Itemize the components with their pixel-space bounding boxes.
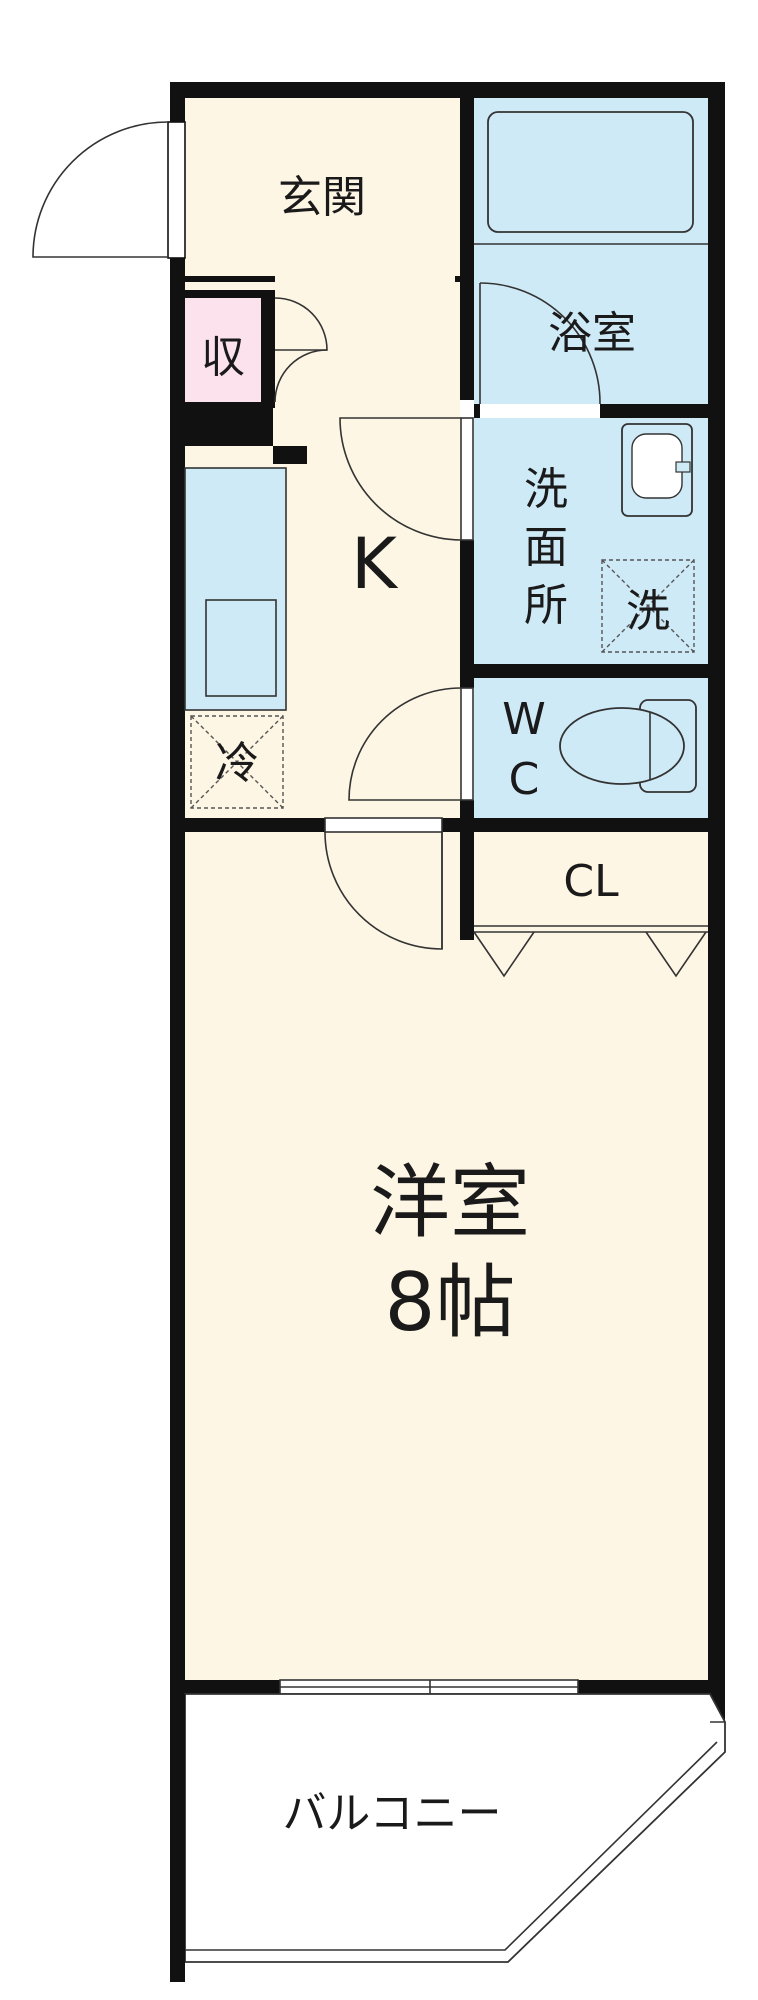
entrance-door-swing xyxy=(32,121,169,258)
center-wall xyxy=(460,82,474,400)
storage-door-swing-a xyxy=(274,297,328,351)
wc-wall-top xyxy=(460,664,708,678)
pillar xyxy=(273,446,307,464)
storage-wall-top xyxy=(185,290,275,298)
washer-box xyxy=(601,559,695,653)
entrance-door-frame xyxy=(167,121,186,259)
western-wall-bottom-right xyxy=(578,1680,708,1694)
kitchen-sink[interactable] xyxy=(205,599,277,697)
washbasin-inner xyxy=(631,433,683,499)
kitchen-label: K xyxy=(351,523,399,605)
balcony-wall-left xyxy=(170,1694,185,1982)
wc-label-w: W xyxy=(502,694,546,745)
washroom-label-3: 所 xyxy=(524,580,568,631)
balcony-wall-bottom xyxy=(170,1962,185,1982)
outer-wall-top xyxy=(170,82,725,98)
storage-label: 収 xyxy=(201,332,245,383)
balcony-rail xyxy=(185,1721,725,1951)
genkan-wall xyxy=(185,276,275,282)
storage-wall-right xyxy=(261,298,275,406)
closet-door-a xyxy=(473,931,535,978)
western-door-swing xyxy=(324,831,443,950)
center-wall-lower xyxy=(460,540,474,688)
wc-wall-bottom xyxy=(460,818,708,832)
washroom-door-swing xyxy=(339,417,462,541)
balcony-label: バルコニー xyxy=(282,1788,501,1839)
washer-cross-b xyxy=(601,559,695,653)
outer-wall-right xyxy=(708,82,725,1722)
closet-label: CL xyxy=(563,856,619,907)
fridge-cross-b xyxy=(190,715,284,809)
western-room-area xyxy=(185,832,708,1680)
western-door-frame xyxy=(324,817,443,833)
kitchen-wall-bottom-right xyxy=(442,818,474,832)
fridge-box xyxy=(190,715,284,809)
genkan-area xyxy=(185,98,460,276)
washroom-label-1: 洗 xyxy=(524,464,568,515)
western-room-size: 8帖 xyxy=(385,1256,516,1349)
bath-wall-bottom-left xyxy=(474,404,480,418)
washroom-door-frame xyxy=(460,417,474,541)
storage-area xyxy=(185,298,261,402)
fridge-label: 冷 xyxy=(215,738,259,789)
bath-door-swing xyxy=(479,282,601,405)
genkan-label: 玄関 xyxy=(278,172,366,223)
western-wall-bottom xyxy=(185,1680,280,1694)
kitchen-wall-bottom xyxy=(185,818,325,832)
bathtub[interactable] xyxy=(487,111,694,233)
washroom-label-2: 面 xyxy=(524,522,568,573)
storage-door-swing-b xyxy=(274,349,328,403)
storage-wall-bottom xyxy=(185,402,275,408)
outer-wall-left xyxy=(170,82,185,1982)
bath-label: 浴室 xyxy=(548,308,636,359)
storage-block xyxy=(185,408,273,446)
bath-wall-bottom xyxy=(600,404,708,418)
washer-label: 洗 xyxy=(626,586,670,637)
western-room-label: 洋室 xyxy=(370,1156,530,1249)
washbasin-tap xyxy=(675,461,691,473)
toilet-bowl[interactable] xyxy=(559,707,685,785)
center-wall-wc xyxy=(460,800,474,940)
wc-door-frame xyxy=(460,687,474,801)
wc-door-swing xyxy=(348,687,462,801)
closet-door-b xyxy=(645,931,707,978)
kitchen-counter-outline xyxy=(184,467,287,711)
wc-label-c: C xyxy=(509,754,540,805)
